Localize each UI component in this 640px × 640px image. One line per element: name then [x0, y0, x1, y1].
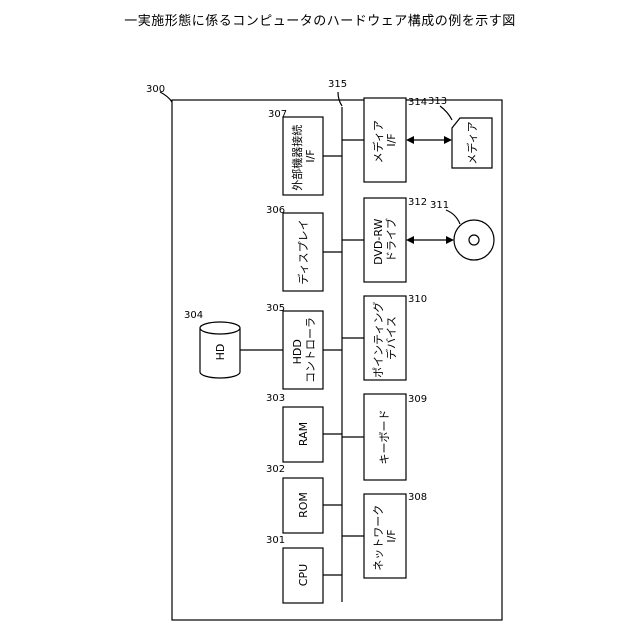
ref-313-leader: [440, 106, 452, 120]
ref-315: 315: [328, 79, 347, 90]
ref-301: 301: [266, 535, 285, 546]
ref-315-leader: [338, 92, 342, 106]
ref-307: 307: [268, 109, 287, 120]
ref-309: 309: [408, 394, 427, 405]
ref-311: 311: [430, 200, 449, 211]
ref-311-leader: [446, 210, 460, 224]
ref-302: 302: [266, 464, 285, 475]
display-label: ディスプレイ: [296, 219, 310, 284]
cpu-label: CPU: [297, 564, 310, 586]
ref-308: 308: [408, 492, 427, 503]
keyboard-label: キーボード: [378, 410, 391, 465]
ref-312: 312: [408, 197, 427, 208]
rom-label: ROM: [297, 492, 310, 518]
ref-310: 310: [408, 294, 427, 305]
ref-305: 305: [266, 303, 285, 314]
hd-label: HD: [214, 344, 227, 361]
disc-icon: [454, 220, 494, 260]
ram-label: RAM: [297, 422, 310, 446]
ref-303: 303: [266, 393, 285, 404]
disc-arrow-head-left: [406, 236, 414, 244]
ref-300-leader: [160, 92, 172, 102]
media-arrow-head-right: [444, 136, 452, 144]
ref-314: 314: [408, 97, 427, 108]
ref-313: 313: [428, 96, 447, 107]
dvd-drive-label: DVD-RW ドライブ: [372, 215, 398, 265]
ref-304: 304: [184, 310, 203, 321]
ref-306: 306: [266, 205, 285, 216]
media-arrow-head-left: [406, 136, 414, 144]
disc-arrow-head-right: [446, 236, 454, 244]
media-card-label: メディア: [465, 121, 479, 164]
